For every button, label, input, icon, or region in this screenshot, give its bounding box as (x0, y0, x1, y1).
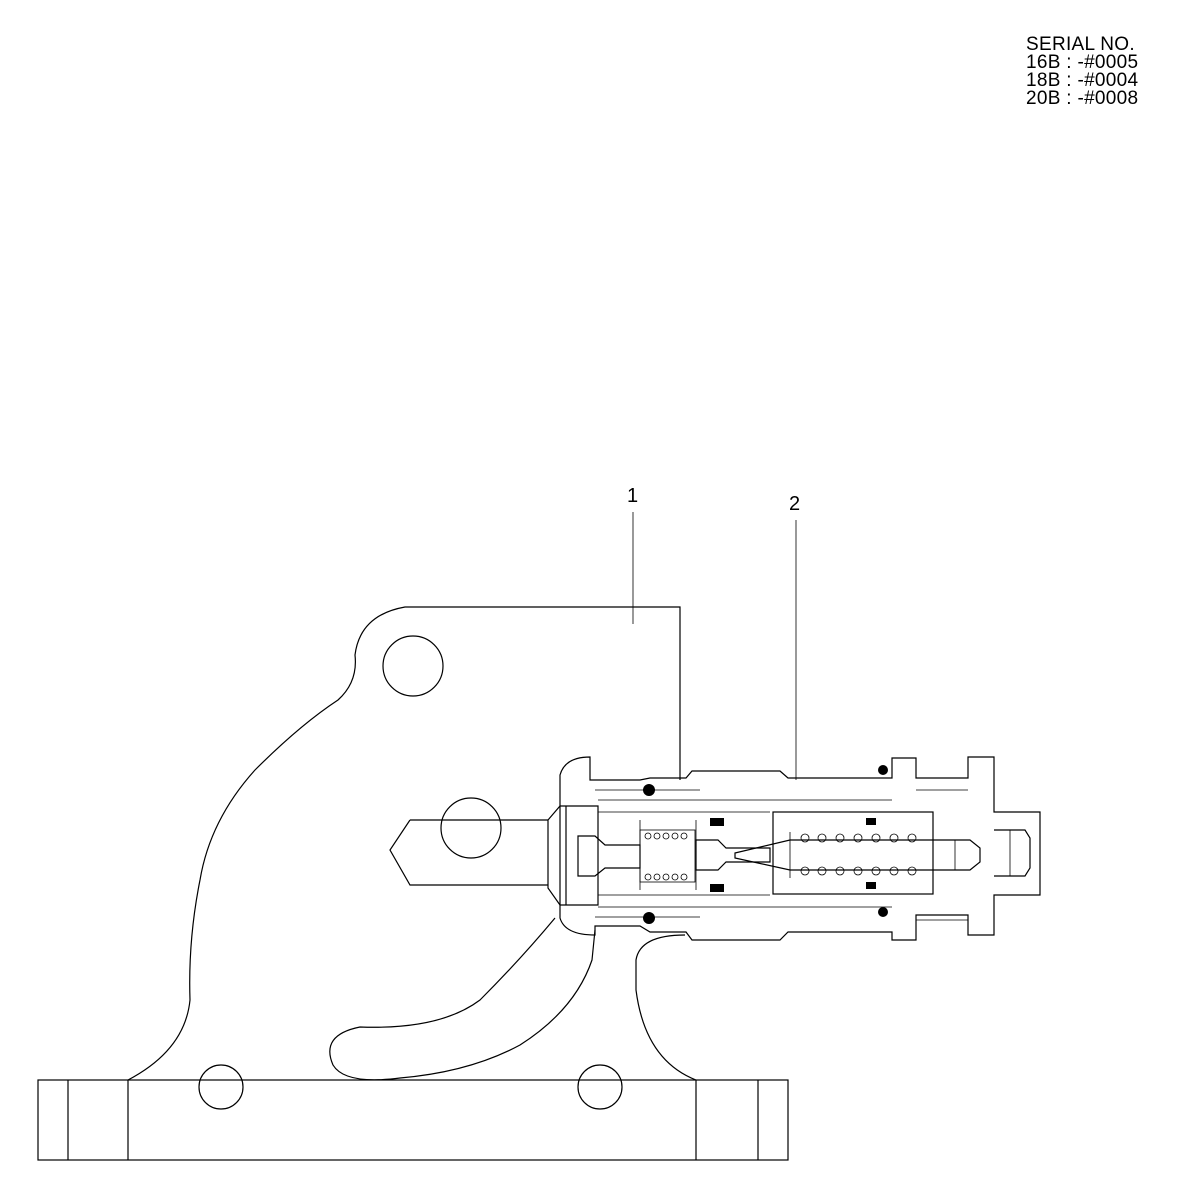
cartridge-valve (547, 756, 1041, 941)
mount-hole-left (198, 1064, 244, 1110)
base-plate (37, 1079, 789, 1161)
o-ring-upper-left (643, 784, 655, 796)
seal-upper (710, 818, 724, 826)
callout-2-label: 2 (789, 493, 800, 515)
serial-line-16b: 16B : -#0005 (1026, 52, 1139, 73)
callout-1-label: 1 (627, 485, 638, 507)
housing-outer-contour (127, 606, 681, 1081)
end-cap (547, 805, 599, 906)
serial-line-18b: 18B : -#0004 (1026, 70, 1139, 91)
valve-needle (734, 839, 981, 871)
serial-line-20b: 20B : -#0008 (1026, 88, 1139, 109)
center-piston (695, 839, 771, 871)
outer-spring (800, 833, 917, 876)
mount-hole-top (382, 635, 444, 697)
port-hole (440, 797, 502, 859)
inner-spring (644, 832, 688, 881)
valve-sleeve (559, 756, 1041, 941)
seal-lower (710, 884, 724, 892)
serial-heading: SERIAL NO. (1026, 34, 1135, 55)
serial-number-block: SERIAL NO. 16B : -#0005 18B : -#0004 20B… (1026, 34, 1139, 109)
o-ring-lower-left (643, 912, 655, 924)
housing-slot (329, 917, 596, 1081)
spring-housing (772, 811, 934, 895)
o-ring-upper-right (878, 765, 888, 775)
adjusting-screw (994, 829, 1031, 877)
mount-hole-right (577, 1064, 623, 1110)
housing-body (37, 606, 789, 1161)
left-poppet (577, 835, 641, 877)
o-ring-lower-right (878, 907, 888, 917)
pointed-plug (389, 819, 548, 886)
